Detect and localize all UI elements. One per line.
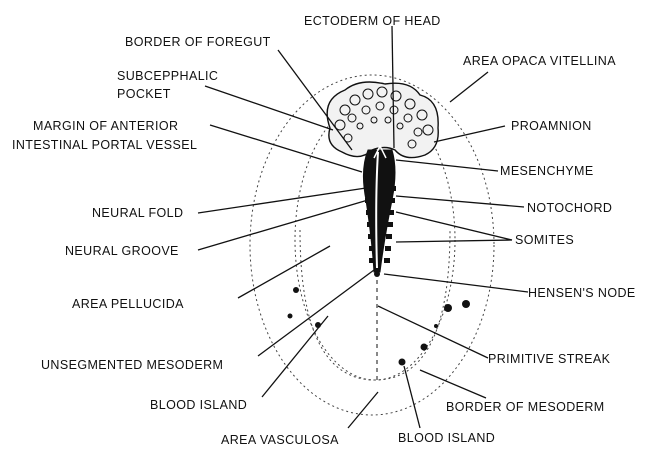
- label-border-of-foregut: BORDER OF FOREGUT: [125, 35, 271, 50]
- label-margin-anterior-2: INTESTINAL PORTAL VESSEL: [12, 138, 197, 153]
- label-subcephalic-pocket-2: POCKET: [117, 87, 171, 102]
- label-area-vasculosa: AREA VASCULOSA: [221, 433, 339, 448]
- label-primitive-streak: PRIMITIVE STREAK: [488, 352, 610, 367]
- label-subcephalic-pocket-1: SUBCEPPHALIC: [117, 69, 218, 84]
- hensens-node: [374, 271, 380, 277]
- label-area-pellucida: AREA PELLUCIDA: [72, 297, 184, 312]
- label-unsegmented-mesoderm: UNSEGMENTED MESODERM: [41, 358, 223, 373]
- label-neural-fold: NEURAL FOLD: [92, 206, 183, 221]
- label-blood-island-bottom: BLOOD ISLAND: [398, 431, 495, 446]
- label-hensens-node: HENSEN'S NODE: [528, 286, 636, 301]
- label-somites: SOMITES: [515, 233, 574, 248]
- label-neural-groove: NEURAL GROOVE: [65, 244, 179, 259]
- label-margin-anterior-1: MARGIN OF ANTERIOR: [33, 119, 178, 134]
- head-ectoderm: [327, 82, 438, 158]
- label-area-opaca-vitellina: AREA OPACA VITELLINA: [463, 54, 616, 69]
- blood-islands: [288, 287, 471, 366]
- label-blood-island-left: BLOOD ISLAND: [150, 398, 247, 413]
- label-notochord: NOTOCHORD: [527, 201, 612, 216]
- label-proamnion: PROAMNION: [511, 119, 592, 134]
- label-border-of-mesoderm: BORDER OF MESODERM: [446, 400, 605, 415]
- label-mesenchyme: MESENCHYME: [500, 164, 594, 179]
- label-ectoderm-of-head: ECTODERM OF HEAD: [304, 14, 441, 29]
